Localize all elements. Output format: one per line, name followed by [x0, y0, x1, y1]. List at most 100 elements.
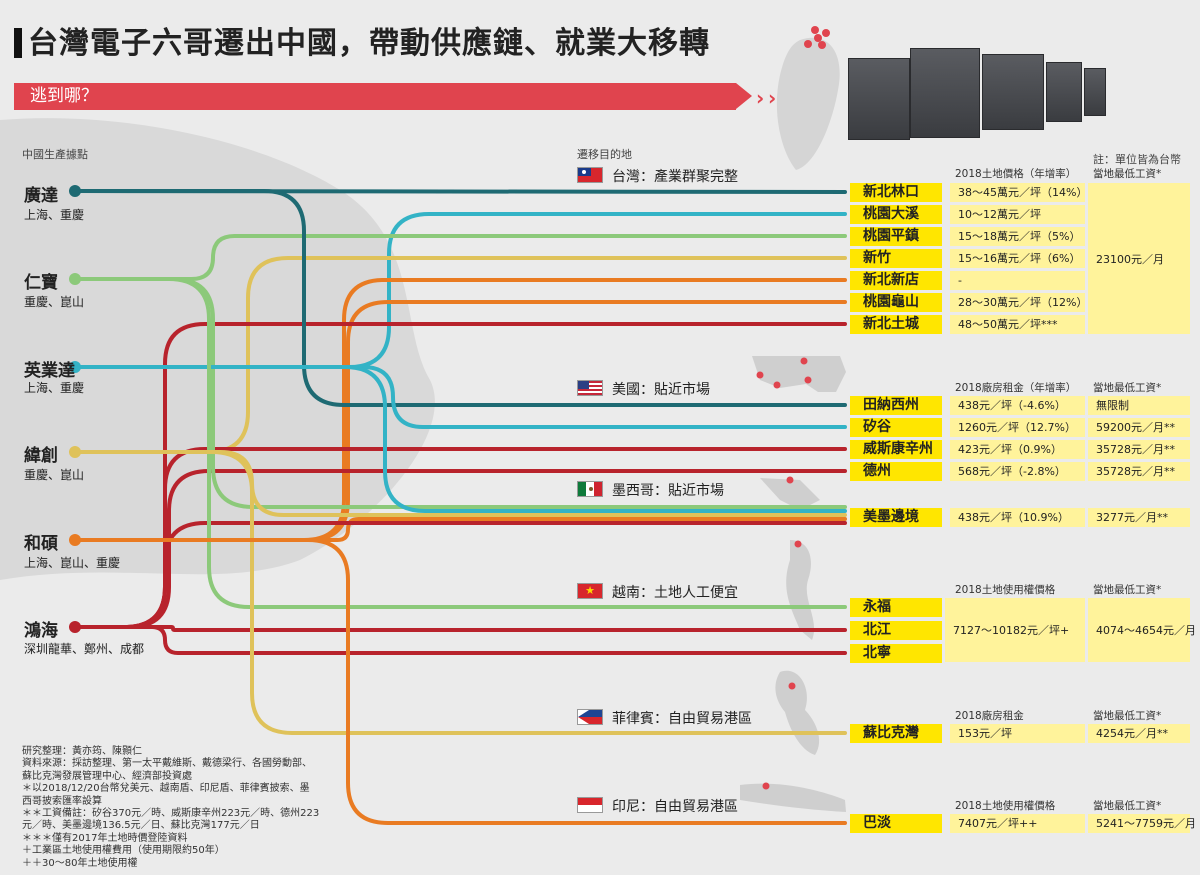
- vietnam-price-header: 2018土地使用權價格: [955, 584, 1056, 596]
- server-rack-3: [982, 54, 1044, 130]
- dest-pingzhen: 桃園平鎮: [850, 227, 942, 246]
- philippines-price-header: 2018廠房租金: [955, 710, 1024, 722]
- usa-wage-header: 當地最低工資*: [1093, 382, 1162, 394]
- dest-texas-price: 568元／坪（-2.8%）: [950, 462, 1085, 481]
- dest-mexico-border-wage: 3277元／月**: [1088, 508, 1190, 527]
- server-rack-2: [910, 48, 980, 138]
- flow-line: [73, 278, 847, 542]
- country-taiwan-label: 台灣：產業群聚完整: [612, 169, 738, 185]
- company-source-dot: [69, 361, 81, 373]
- dest-tennessee-price: 438元／坪（-4.6%）: [950, 396, 1085, 415]
- dest-subic-bay-wage: 4254元／月**: [1088, 724, 1190, 743]
- dest-tucheng: 新北土城: [850, 315, 942, 334]
- taiwan-wage-header: 當地最低工資*: [1093, 168, 1162, 180]
- dest-silicon-valley: 矽谷: [850, 418, 942, 437]
- company-foxconn: 鴻海: [24, 621, 58, 641]
- ribbon-chevron-icon: ›: [768, 86, 777, 110]
- currency-note: 註：單位皆為台幣: [1093, 153, 1181, 166]
- taiwan-price-header: 2018土地價格（年增率）: [955, 168, 1077, 180]
- note-line: ＋＋30～80年土地使用權: [22, 857, 138, 869]
- left-column-header: 中國生產據點: [22, 148, 88, 161]
- dest-texas-wage: 35728元／月**: [1088, 462, 1190, 481]
- company-inventec-cities: 上海、重慶: [24, 381, 85, 395]
- country-vietnam-label: 越南：土地人工便宜: [612, 585, 738, 601]
- vietnam-map-shape: [786, 540, 815, 640]
- company-source-dot: [69, 534, 81, 546]
- flow-line: [73, 212, 847, 369]
- flow-line: [73, 365, 847, 429]
- country-indonesia-label: 印尼：自由貿易港區: [612, 799, 738, 815]
- vietnam-price-value: 7127～10182元／坪+: [953, 624, 1070, 637]
- taiwan-wage-cell: 23100元／月: [1088, 183, 1190, 334]
- indonesia-price-header: 2018土地使用權價格: [955, 800, 1056, 812]
- usa-flag-icon: [577, 380, 603, 396]
- company-source-dot: [69, 446, 81, 458]
- company-quanta-cities: 上海、重慶: [24, 208, 85, 222]
- indonesia-map-shape: [740, 783, 846, 812]
- dest-daxi: 桃園大溪: [850, 205, 942, 224]
- mexico-flag-icon: [577, 481, 603, 497]
- dest-vinh-phuc: 永福: [850, 598, 942, 617]
- country-usa-label: 美國：貼近市場: [612, 382, 710, 398]
- indonesia-flag-icon: [577, 797, 603, 813]
- dest-tennessee: 田納西州: [850, 396, 942, 415]
- flow-line: [73, 517, 847, 542]
- china-map-shape: [0, 118, 435, 580]
- dest-guishan-price: 28～30萬元／坪（12%）: [950, 293, 1087, 312]
- taiwan-wage-value: 23100元／月: [1096, 252, 1164, 266]
- dest-pingzhen-price: 15～18萬元／坪（5%）: [950, 227, 1085, 246]
- dest-wisconsin-price: 423元／坪（0.9%）: [950, 440, 1085, 459]
- note-line: ＊以2018/12/20台幣兌美元、越南盾、印尼盾、菲律賓披索、墨: [22, 783, 310, 795]
- dest-xindian-price: -: [950, 271, 1085, 290]
- note-line: 蘇比克灣發展管理中心、經濟部投資處: [22, 770, 192, 782]
- flow-line: [73, 300, 847, 542]
- dest-batam-wage: 5241～7759元／月: [1088, 814, 1196, 833]
- server-rack-1: [848, 58, 910, 140]
- flow-line: [73, 469, 847, 629]
- company-inventec: 英業達: [24, 361, 75, 381]
- taiwan-flag-icon: [577, 167, 603, 183]
- mexico-map-shape: [760, 478, 820, 510]
- flow-line: [73, 625, 847, 632]
- dest-wisconsin-wage: 35728元／月**: [1088, 440, 1190, 459]
- company-source-dot: [69, 185, 81, 197]
- dest-hsinchu-price: 15～16萬元／坪（6%）: [950, 249, 1085, 268]
- taiwan-map-shape: [776, 37, 840, 170]
- dest-silicon-valley-price: 1260元／坪（12.7%）: [950, 418, 1085, 437]
- flow-line: [73, 256, 847, 454]
- company-compal: 仁寶: [24, 273, 58, 293]
- usa-price-header: 2018廠房租金（年增率）: [955, 382, 1077, 394]
- vietnam-wage-header: 當地最低工資*: [1093, 584, 1162, 596]
- dest-daxi-price: 10～12萬元／坪: [950, 205, 1085, 224]
- company-pegatron-cities: 上海、崑山、重慶: [24, 556, 121, 570]
- server-racks-illustration: [848, 40, 1108, 140]
- company-source-dot: [69, 621, 81, 633]
- subtitle-text: 逃到哪？: [30, 86, 98, 106]
- company-source-dot: [69, 273, 81, 285]
- dest-hsinchu: 新竹: [850, 249, 942, 268]
- title-text: 台灣電子六哥遷出中國，帶動供應鏈、就業大移轉: [28, 26, 710, 61]
- ribbon-arrow-tip: [736, 83, 752, 109]
- destination-column-header: 遷移目的地: [577, 148, 632, 161]
- note-line: 西哥披索匯率設算: [22, 795, 102, 807]
- vietnam-price-cell: 7127～10182元／坪+: [945, 598, 1085, 662]
- company-foxconn-cities: 深圳龍華、鄭州、成都: [24, 642, 145, 656]
- subtitle-ribbon: 逃到哪？: [14, 83, 736, 110]
- dest-mexico-border: 美墨邊境: [850, 508, 942, 527]
- note-line: 研究整理：黃亦筠、陳顥仁: [22, 746, 142, 757]
- flow-line: [73, 625, 847, 655]
- dest-linkou: 新北林口: [850, 183, 942, 202]
- note-line: 資料來源：採訪整理、第一太平戴維斯、戴德梁行、各國勞動部、: [22, 758, 312, 770]
- flow-line: [73, 277, 847, 609]
- country-mexico-label: 墨西哥：貼近市場: [612, 483, 724, 499]
- company-quanta: 廣達: [24, 186, 58, 206]
- company-wistron: 緯創: [24, 446, 58, 466]
- dest-wisconsin: 威斯康辛州: [850, 440, 942, 459]
- dest-xindian: 新北新店: [850, 271, 942, 290]
- source-notes: 研究整理：黃亦筠、陳顥仁 資料來源：採訪整理、第一太平戴維斯、戴德梁行、各國勞動…: [22, 746, 322, 870]
- country-philippines-label: 菲律賓：自由貿易港區: [612, 711, 752, 727]
- note-line: 元／時、美墨邊境136.5元／日、蘇比克灣177元／日: [22, 820, 260, 832]
- dest-tucheng-price: 48～50萬元／坪***: [950, 315, 1085, 334]
